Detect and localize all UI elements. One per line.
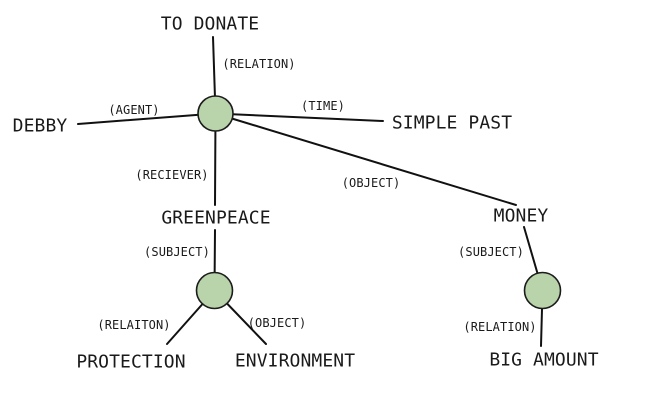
role-object-money: (OBJECT) bbox=[341, 176, 401, 190]
label-greenpeace: GREENPEACE bbox=[161, 207, 271, 229]
label-big-amount: BIG AMOUNT bbox=[489, 349, 599, 371]
role-relaiton: (RELAITON) bbox=[97, 318, 171, 332]
role-relation-top: (RELATION) bbox=[222, 57, 296, 71]
edge-agent-debby bbox=[77, 112, 217, 125]
label-to-donate: TO DONATE bbox=[160, 13, 260, 35]
hub-node-donate bbox=[197, 95, 234, 132]
hub-node-greenpeace bbox=[195, 271, 234, 310]
role-subject-left: (SUBJECT) bbox=[144, 245, 210, 259]
role-subject-right: (SUBJECT) bbox=[458, 245, 524, 259]
label-protection: PROTECTION bbox=[76, 351, 186, 373]
role-object-env: (OBJECT) bbox=[247, 316, 307, 330]
label-environment: ENVIRONMENT bbox=[234, 350, 356, 372]
role-time: (TIME) bbox=[301, 99, 345, 113]
hub-node-money bbox=[523, 271, 562, 310]
label-debby: DEBBY bbox=[12, 115, 68, 137]
role-agent: (AGENT) bbox=[108, 103, 160, 117]
role-relation-right: (RELATION) bbox=[463, 320, 537, 334]
label-money: MONEY bbox=[493, 205, 549, 227]
role-reciever: (RECIEVER) bbox=[135, 168, 209, 182]
label-simple-past: SIMPLE PAST bbox=[391, 112, 513, 134]
edge-time-simple-past bbox=[214, 112, 384, 122]
edge-object-money bbox=[214, 112, 517, 206]
